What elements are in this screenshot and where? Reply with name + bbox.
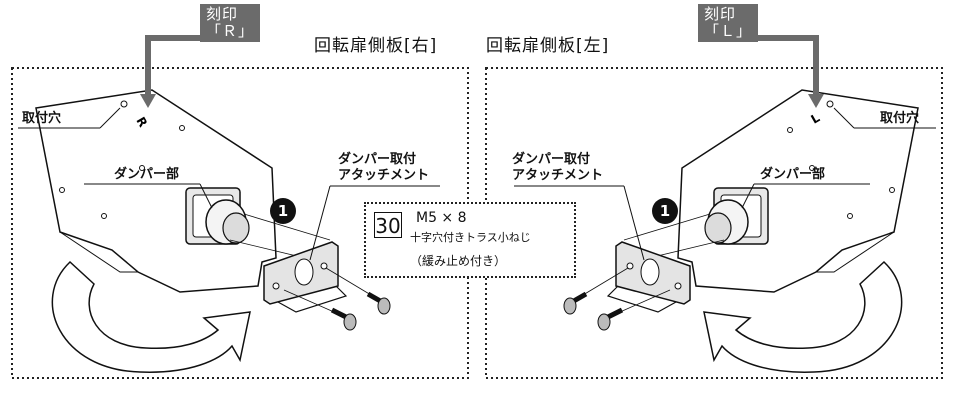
screw-name: 十字穴付きトラス小ねじ (410, 231, 531, 244)
left-hole-label: 取付穴 (22, 111, 62, 126)
screw-part-number: 30 (374, 212, 402, 238)
left-marking-tag: 刻印 「Ｒ」 (200, 4, 261, 42)
right-mounting-hole (826, 100, 834, 108)
right-attachment-label-line1: ダンパー取付 (512, 152, 591, 167)
left-attachment-label-line1: ダンパー取付 (338, 152, 417, 167)
screw-size: M5 × 8 (416, 210, 467, 226)
right-attachment-label-line2: アタッチメント (512, 168, 604, 183)
left-attachment-label: ダンパー取付 アタッチメント (338, 152, 429, 184)
left-panel-title: 回転扉側板[右] (314, 36, 438, 56)
left-screw-2 (366, 291, 391, 315)
right-marking-tag: 刻印 「Ｌ」 (698, 4, 759, 42)
left-marking-tag-line2: 「Ｒ」 (206, 22, 255, 40)
right-hole-label: 取付穴 (880, 111, 920, 126)
right-step-badge: 1 (652, 198, 678, 224)
left-marking-tag-line1: 刻印 (206, 5, 239, 23)
left-attachment-label-line2: アタッチメント (338, 168, 430, 183)
right-screw-2 (563, 291, 588, 315)
screw-note: （緩み止め付き） (410, 254, 507, 268)
right-damper-label: ダンパー部 (760, 167, 826, 182)
left-mounting-hole (120, 100, 128, 108)
right-rotation-arrow (703, 260, 903, 373)
screw-callout: 30 M5 × 8 十字穴付きトラス小ねじ （緩み止め付き） (364, 202, 576, 278)
right-screw-1 (597, 307, 624, 331)
right-panel-title: 回転扉側板[左] (486, 36, 610, 56)
right-attachment-label: ダンパー取付 アタッチメント (512, 152, 603, 184)
left-rotation-arrow (51, 260, 251, 373)
right-marking-tag-line1: 刻印 (704, 5, 737, 23)
right-marking-tag-line2: 「Ｌ」 (704, 22, 753, 40)
left-step-badge: 1 (270, 198, 296, 224)
left-damper-label: ダンパー部 (114, 167, 180, 182)
left-screw-1 (330, 307, 357, 331)
